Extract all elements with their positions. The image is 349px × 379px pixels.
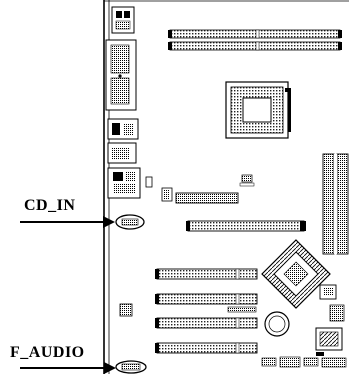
northbridge-chip (261, 239, 331, 309)
agp-slot (186, 220, 306, 232)
usb-connector (107, 118, 139, 140)
ps2-connector (111, 6, 135, 34)
bottom-headers (261, 356, 347, 368)
small-chip-1 (145, 176, 153, 188)
cd-in-arrow (20, 216, 115, 228)
audio-jack-stack (107, 167, 141, 199)
f-audio-label: F_AUDIO (10, 344, 85, 361)
pci-slot-3 (155, 317, 258, 329)
f-audio-header (115, 360, 147, 374)
right-components (315, 284, 345, 356)
cpu-socket (225, 81, 291, 139)
pci-slot-4 (155, 342, 258, 354)
ide-connector-1 (175, 192, 239, 204)
pci-side-header (227, 306, 257, 313)
cd-in-label: CD_IN (24, 197, 76, 214)
lan-connector (107, 142, 137, 164)
small-ic (119, 303, 133, 317)
dimm-slot-1 (168, 29, 342, 39)
cpu-fan-header (239, 174, 255, 187)
cd-in-header (115, 214, 145, 230)
atx-power-connector (322, 153, 349, 255)
io-port-block (105, 39, 137, 111)
dimm-slot-2 (168, 41, 342, 51)
f-audio-arrow (20, 362, 116, 374)
pci-slot-1 (155, 268, 258, 280)
cmos-battery (264, 311, 290, 337)
pci-slot-2 (155, 293, 258, 305)
small-header (161, 187, 173, 202)
